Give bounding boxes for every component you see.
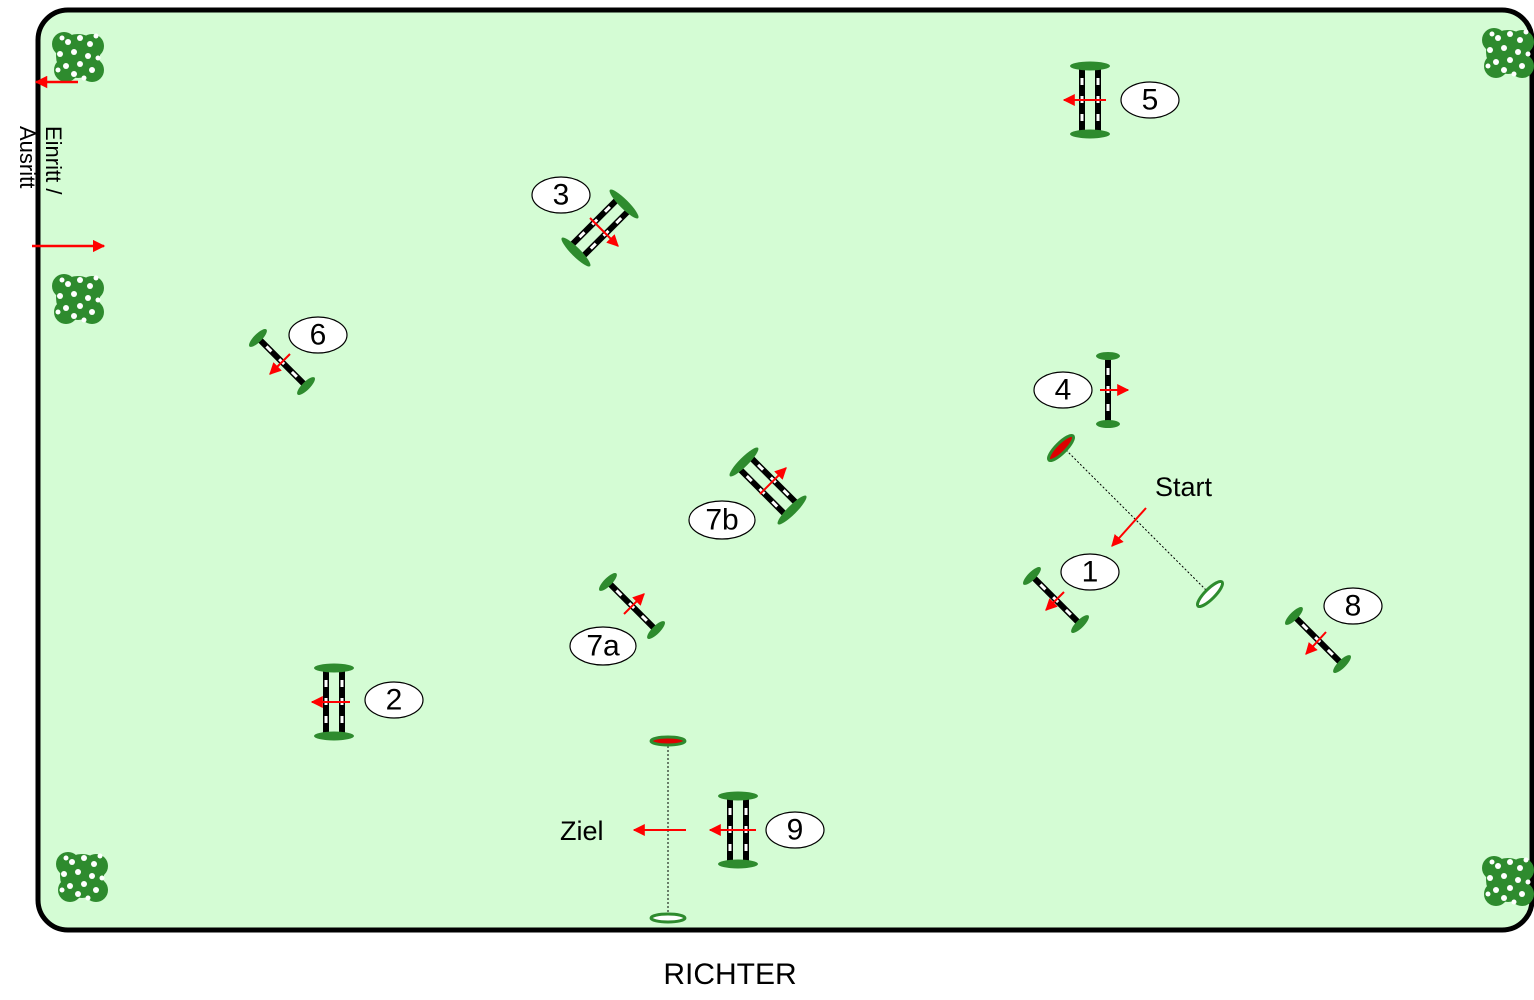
start-line <box>1065 449 1211 595</box>
jump-9 <box>708 791 758 869</box>
jump-6 <box>246 326 318 398</box>
jump-5 <box>1062 61 1110 139</box>
hedge-bottom-right <box>1482 856 1534 906</box>
jump-1 <box>1020 564 1092 636</box>
jump-4 <box>1096 352 1130 428</box>
finish-flag-red <box>649 735 687 747</box>
jump-3 <box>558 186 642 270</box>
svg-text:8: 8 <box>1345 590 1362 623</box>
jump-2 <box>310 663 354 741</box>
svg-text:5: 5 <box>1142 84 1159 117</box>
hedge-bottom-left <box>56 852 108 902</box>
svg-text:Einritt /: Einritt / <box>41 126 66 195</box>
hedge-top-left <box>52 32 104 82</box>
judge-label: RICHTER <box>663 958 797 991</box>
jump-7a <box>596 570 668 642</box>
svg-text:3: 3 <box>553 179 570 212</box>
svg-text:7b: 7b <box>705 504 738 537</box>
svg-text:Ausritt: Ausritt <box>15 126 40 188</box>
jump-8 <box>1282 604 1354 676</box>
obstacle-number-8: 8 <box>1323 587 1383 625</box>
obstacle-number-6: 6 <box>288 316 348 354</box>
start-flag-white <box>1195 579 1225 609</box>
obstacle-number-3: 3 <box>531 176 591 214</box>
svg-text:4: 4 <box>1055 374 1072 407</box>
hedge-top-right <box>1482 28 1534 78</box>
svg-text:2: 2 <box>386 684 403 717</box>
finish-label: Ziel <box>560 816 604 846</box>
finish-flag-white <box>649 912 687 924</box>
hedge-left <box>52 274 104 324</box>
obstacle-number-2: 2 <box>364 681 424 719</box>
obstacle-number-7a: 7a <box>569 626 637 666</box>
obstacle-number-1: 1 <box>1060 553 1120 591</box>
jump-7b <box>726 444 810 528</box>
obstacle-number-9: 9 <box>765 811 825 849</box>
obstacle-number-4: 4 <box>1033 371 1093 409</box>
svg-text:9: 9 <box>787 814 804 847</box>
svg-text:7a: 7a <box>586 630 620 663</box>
start-flag-red <box>1046 433 1076 463</box>
obstacle-number-7b: 7b <box>688 500 756 540</box>
entry-exit-label: Einritt / Ausritt <box>15 126 66 195</box>
svg-text:6: 6 <box>310 319 327 352</box>
svg-text:1: 1 <box>1082 556 1099 589</box>
obstacle-number-5: 5 <box>1120 81 1180 119</box>
start-arrow <box>1111 507 1147 547</box>
start-label: Start <box>1155 472 1213 502</box>
